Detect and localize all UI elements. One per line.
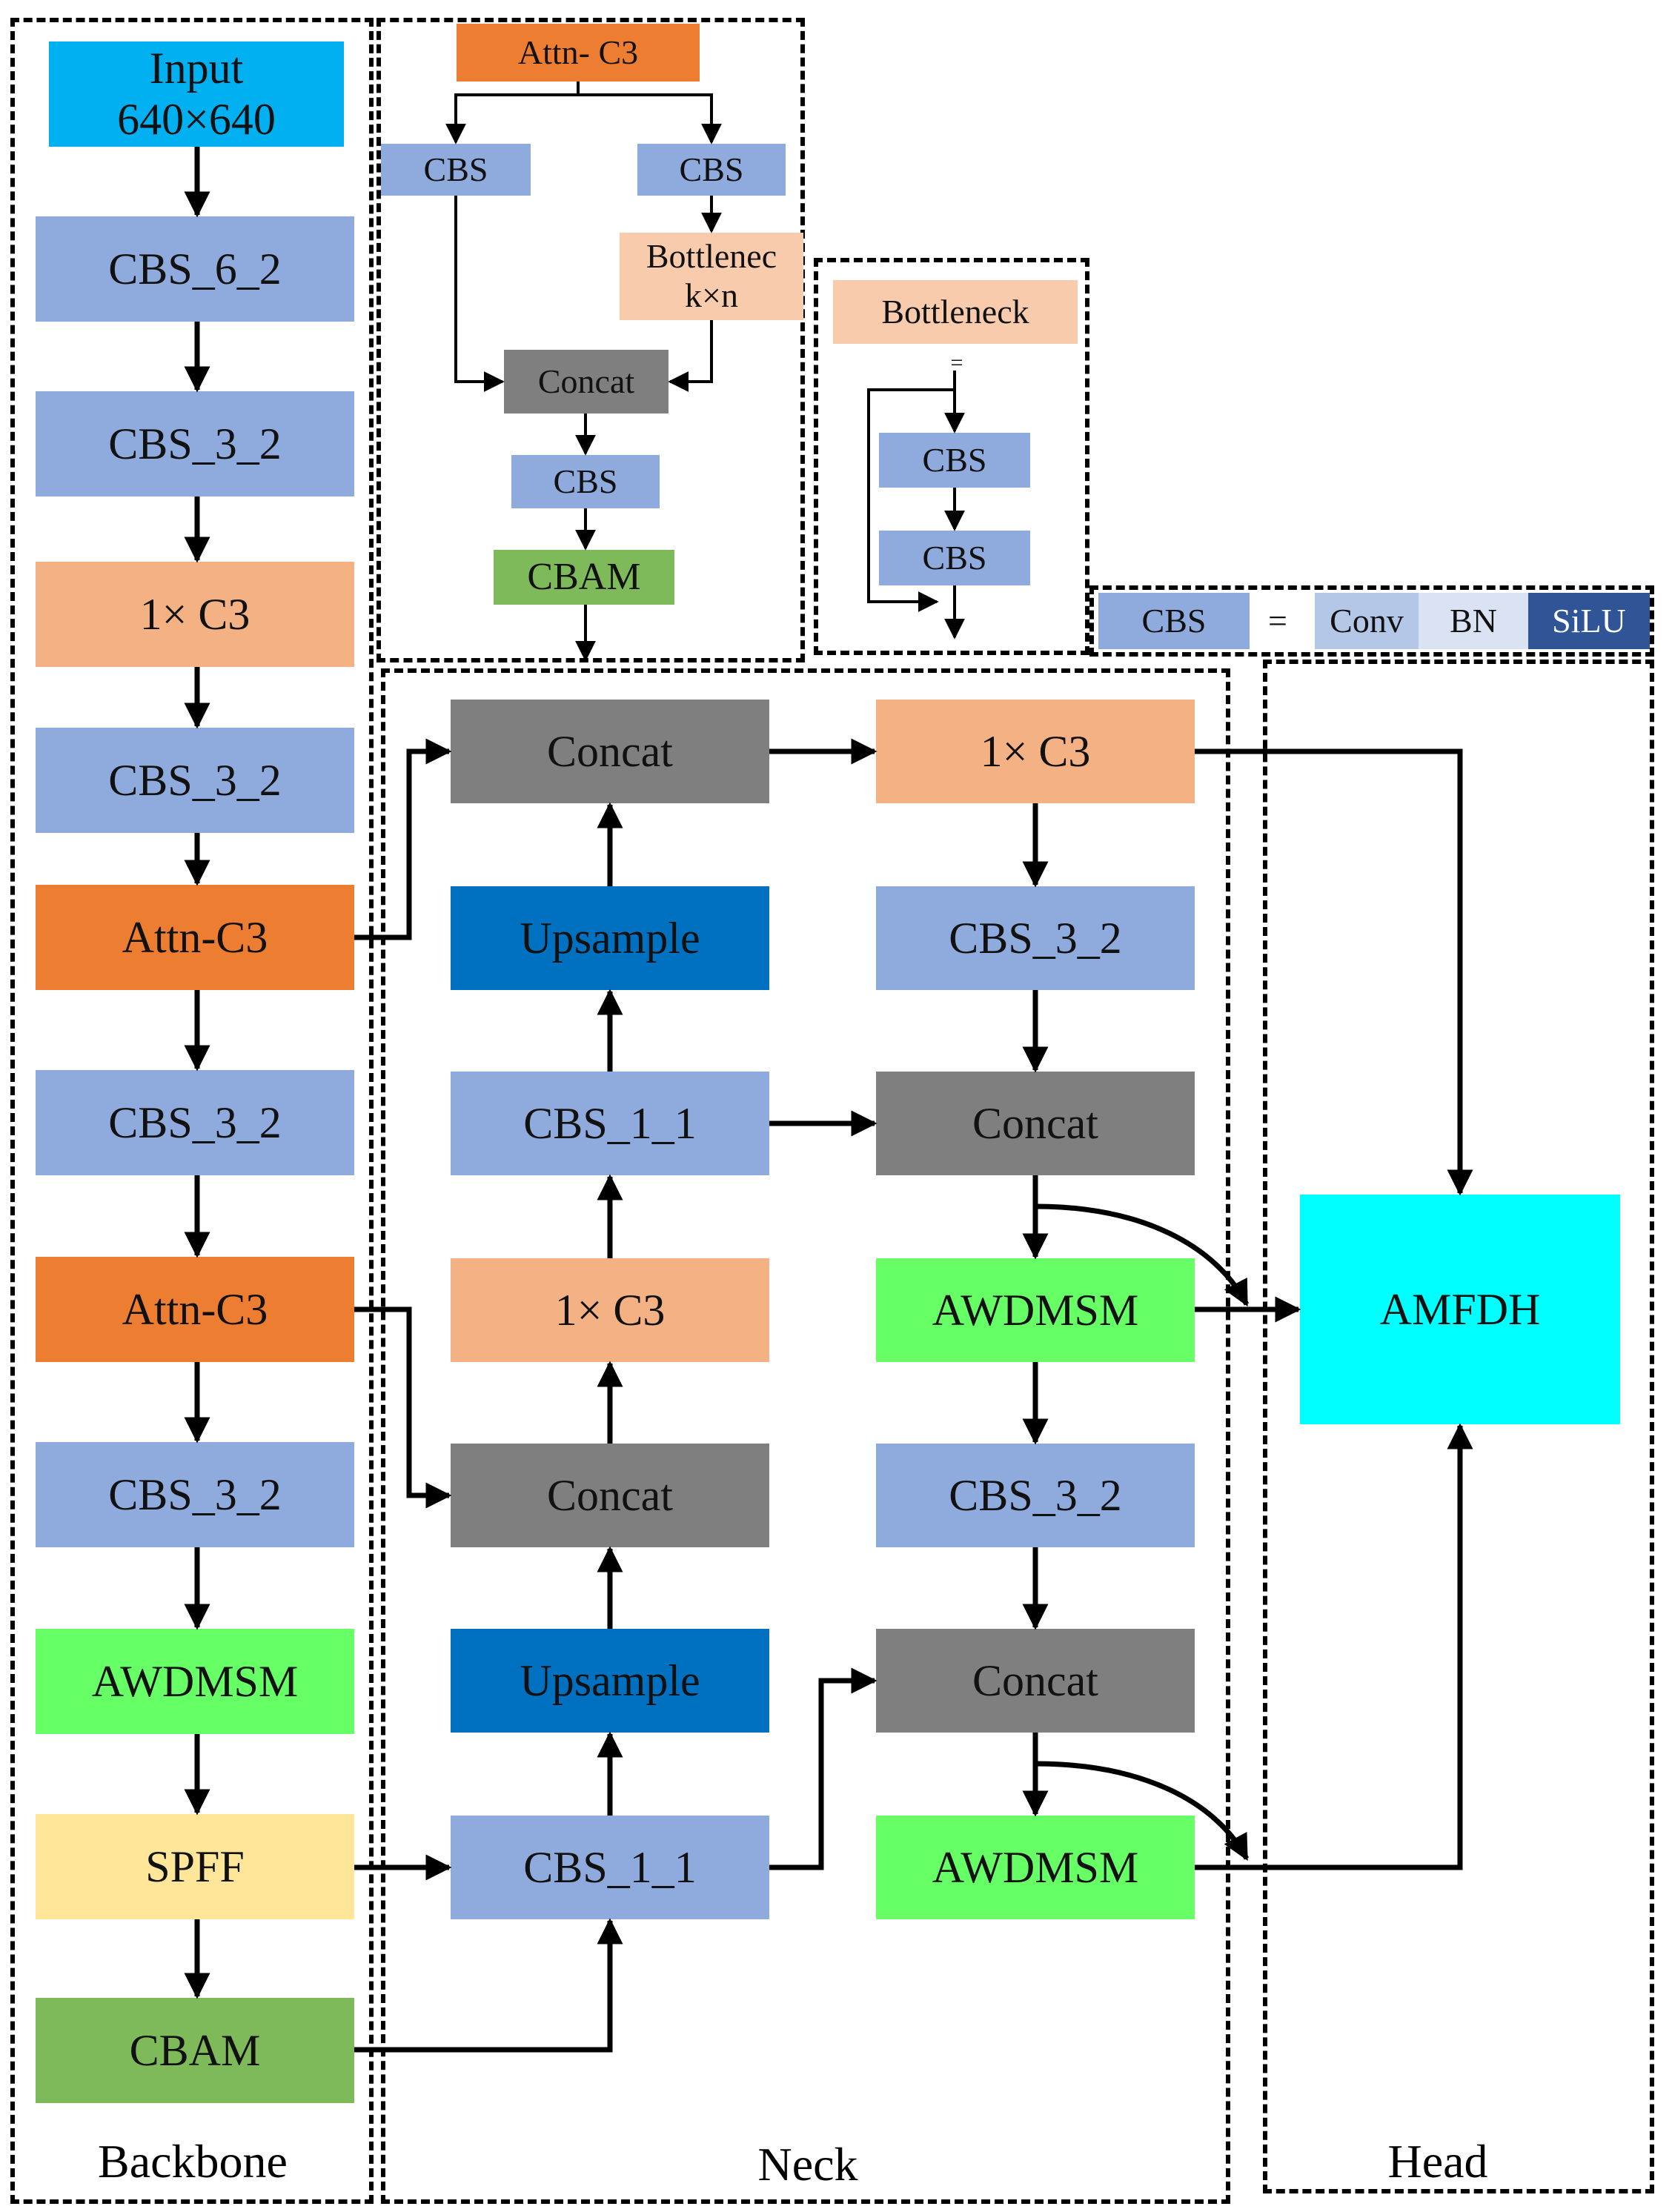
attn-detail-cbs-left: CBS: [381, 144, 531, 196]
detail-split-right: [578, 93, 722, 145]
cbs-legend-region: [1089, 585, 1654, 657]
arrow-concatra-curve: [1035, 1203, 1250, 1307]
arrow-concatrb-curve: [1035, 1761, 1250, 1861]
neck-awdmsm-right-a: AWDMSM: [876, 1258, 1195, 1362]
attn-detail-cbs-out: CBS: [511, 455, 660, 508]
neck-c3-mid: 1× C3: [451, 1258, 769, 1362]
head-region: [1263, 660, 1654, 2193]
backbone-region: [10, 18, 374, 2204]
arrow-cbam-cbs11-bottom: [354, 1918, 623, 2053]
detail-split-left: [445, 82, 580, 145]
neck-upsample-top: Upsample: [451, 886, 769, 990]
detail-bottleneck-concat: [668, 320, 713, 392]
backbone-attn-c3-b: Attn-C3: [36, 1257, 354, 1362]
backbone-label: Backbone: [98, 2135, 288, 2188]
arrow-awdmsmrb-amfdh: [1195, 1423, 1473, 1870]
arrow-attn-a-concat-top: [354, 738, 452, 940]
legend-cbs: CBS: [1098, 593, 1250, 649]
neck-cbs-3-2-right-a: CBS_3_2: [876, 886, 1195, 990]
neck-concat-mid: Concat: [451, 1444, 769, 1547]
backbone-cbs-3-2-a: CBS_3_2: [36, 391, 354, 496]
head-label: Head: [1387, 2135, 1488, 2188]
arrow-cbs11b-concat-right-b: [769, 1667, 878, 1870]
bottleneck-detail-cbs-1: CBS: [879, 433, 1030, 488]
attn-detail-cbs-right: CBS: [637, 144, 786, 196]
backbone-cbs-3-2-d: CBS_3_2: [36, 1442, 354, 1547]
neck-label: Neck: [757, 2138, 858, 2191]
neck-awdmsm-right-b: AWDMSM: [876, 1816, 1195, 1919]
legend-bn: BN: [1419, 593, 1528, 649]
arrow-c3r-amfdh: [1195, 748, 1473, 1196]
backbone-spff: SPFF: [36, 1814, 354, 1919]
legend-silu: SiLU: [1528, 593, 1650, 649]
backbone-c3: 1× C3: [36, 562, 354, 667]
head-amfdh: AMFDH: [1300, 1195, 1620, 1424]
bottleneck-detail-region: [814, 258, 1089, 655]
attn-detail-cbam: CBAM: [494, 550, 674, 605]
bneck-residual: [867, 388, 955, 612]
legend-conv: Conv: [1315, 593, 1419, 649]
neck-concat-top: Concat: [451, 700, 769, 803]
neck-c3-right: 1× C3: [876, 700, 1195, 803]
neck-cbs-1-1-bottom: CBS_1_1: [451, 1816, 769, 1919]
neck-region: [381, 668, 1230, 2204]
backbone-awdmsm: AWDMSM: [36, 1629, 354, 1734]
neck-concat-right-b: Concat: [876, 1629, 1195, 1733]
neck-upsample-bottom: Upsample: [451, 1629, 769, 1733]
backbone-cbam: CBAM: [36, 1998, 354, 2103]
backbone-cbs-3-2-c: CBS_3_2: [36, 1070, 354, 1175]
attn-detail-concat: Concat: [504, 350, 669, 413]
detail-cbsl-concat: [454, 196, 505, 392]
arrow-attn-b-concat-mid: [354, 1306, 452, 1509]
neck-cbs-3-2-right-b: CBS_3_2: [876, 1444, 1195, 1547]
backbone-attn-c3-a: Attn-C3: [36, 885, 354, 990]
backbone-cbs-3-2-b: CBS_3_2: [36, 728, 354, 833]
legend-equals: =: [1268, 601, 1287, 640]
attn-detail-title: Attn- C3: [457, 24, 700, 82]
bottleneck-detail-title: Bottleneck: [833, 280, 1078, 344]
bottleneck-detail-equals: =: [950, 350, 963, 375]
bottleneck-detail-cbs-2: CBS: [879, 531, 1030, 585]
neck-cbs-1-1-top: CBS_1_1: [451, 1072, 769, 1175]
backbone-cbs-6-2: CBS_6_2: [36, 216, 354, 322]
neck-concat-right-a: Concat: [876, 1072, 1195, 1175]
attn-detail-bottleneck: Bottlenec k×n: [620, 233, 803, 320]
input-block: Input 640×640: [49, 41, 344, 147]
